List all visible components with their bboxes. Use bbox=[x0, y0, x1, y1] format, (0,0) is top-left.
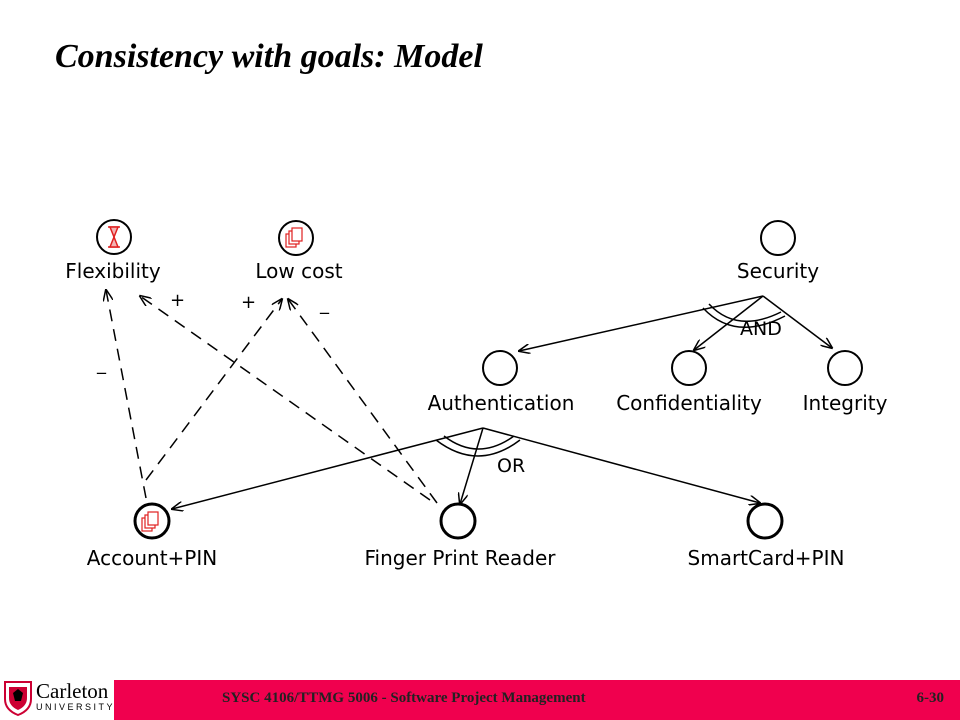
contribution-account-lowcost: + bbox=[241, 292, 256, 313]
and-label: AND bbox=[740, 318, 782, 340]
logo-sub: UNIVERSITY bbox=[36, 702, 116, 712]
link-auth-fingerprint bbox=[460, 427, 484, 504]
link-auth-smartcard bbox=[482, 427, 760, 503]
footer-bar: SYSC 4106/TTMG 5006 - Software Project M… bbox=[114, 680, 960, 720]
decomposition-links bbox=[172, 295, 832, 509]
node-finger-print-reader: Finger Print Reader bbox=[364, 502, 556, 570]
link-account-flexibility bbox=[106, 290, 147, 499]
contribution-links bbox=[106, 290, 438, 504]
node-flexibility: Flexibility bbox=[65, 219, 161, 283]
footer-page-number: 6-30 bbox=[916, 690, 945, 706]
document-icon bbox=[141, 511, 159, 532]
low-cost-label: Low cost bbox=[255, 259, 342, 283]
integrity-label: Integrity bbox=[803, 391, 888, 415]
contribution-account-flexibility: _ bbox=[96, 354, 107, 375]
account-pin-label: Account+PIN bbox=[87, 546, 217, 570]
node-confidentiality: Confidentiality bbox=[616, 350, 762, 415]
hourglass-icon bbox=[108, 226, 120, 248]
node-account-pin: Account+PIN bbox=[87, 502, 217, 570]
confidentiality-goal-circle bbox=[671, 350, 707, 386]
contribution-fpr-lowcost: _ bbox=[319, 294, 330, 315]
security-goal-circle bbox=[760, 220, 796, 256]
link-security-confidentiality bbox=[694, 295, 764, 350]
authentication-goal-circle bbox=[482, 350, 518, 386]
logo-name: Carleton bbox=[36, 679, 109, 703]
contribution-fpr-flexibility: + bbox=[170, 290, 185, 311]
shield-icon bbox=[4, 681, 32, 717]
footer-course-title: SYSC 4106/TTMG 5006 - Software Project M… bbox=[222, 690, 586, 706]
goal-model-diagram: + + _ _ AND OR Flexibility Low cost Secu… bbox=[65, 219, 888, 570]
link-fingerprint-flexibility bbox=[140, 296, 431, 501]
slide-title: Consistency with goals: Model bbox=[55, 38, 483, 75]
flexibility-label: Flexibility bbox=[65, 259, 161, 283]
confidentiality-label: Confidentiality bbox=[616, 391, 762, 415]
node-security: Security bbox=[737, 220, 819, 283]
finger-print-goal-circle bbox=[439, 502, 477, 540]
and-decomposition-arc bbox=[702, 307, 786, 328]
node-smartcard-pin: SmartCard+PIN bbox=[688, 502, 845, 570]
document-icon bbox=[285, 227, 303, 248]
security-label: Security bbox=[737, 259, 819, 283]
authentication-label: Authentication bbox=[428, 391, 575, 415]
link-security-authentication bbox=[519, 295, 764, 351]
integrity-goal-circle bbox=[827, 350, 863, 386]
finger-print-label: Finger Print Reader bbox=[364, 546, 556, 570]
link-account-lowcost bbox=[145, 299, 282, 481]
link-security-integrity bbox=[762, 295, 832, 348]
node-authentication: Authentication bbox=[428, 350, 575, 415]
or-label: OR bbox=[497, 455, 525, 477]
link-auth-account bbox=[172, 427, 484, 509]
smartcard-pin-label: SmartCard+PIN bbox=[688, 546, 845, 570]
smartcard-pin-goal-circle bbox=[746, 502, 784, 540]
node-low-cost: Low cost bbox=[255, 220, 343, 283]
or-decomposition-arc bbox=[435, 439, 521, 457]
link-fingerprint-lowcost bbox=[288, 299, 438, 504]
node-integrity: Integrity bbox=[803, 350, 888, 415]
university-logo: Carleton UNIVERSITY bbox=[0, 676, 114, 720]
